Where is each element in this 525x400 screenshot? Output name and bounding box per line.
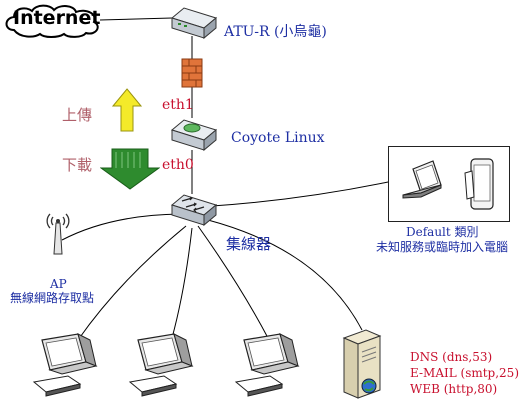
tablet-icon [464,158,494,210]
switch-icon [170,193,218,227]
firewall-icon [181,58,203,88]
internet-cloud-icon [2,2,102,38]
interface-eth1: eth1 [162,97,194,113]
download-label: 下載 [62,156,93,174]
upload-arrow-icon [111,88,143,132]
default-group-box [388,146,510,222]
internet-label: Internet [13,7,101,29]
wifi-antenna-icon [44,210,72,256]
service-web: WEB (http,80) [410,382,498,396]
link-switch-ap [61,213,181,241]
download-arrow-icon [99,148,161,190]
server-tower-icon [338,326,386,400]
gateway-label: Coyote Linux [231,130,325,146]
router-label: ATU-R (小烏龜) [224,25,327,39]
gateway-router-icon [170,118,218,152]
interface-eth0: eth0 [162,157,194,173]
desktop-pc-icon [28,332,106,400]
router-icon [170,6,218,40]
default-group-title: Default 類別 [406,225,479,239]
default-group-description: 未知服務或臨時加入電腦 [376,240,509,254]
router-note: (小烏龜) [273,24,327,40]
service-dns: DNS (dns,53) [410,350,493,364]
switch-label: 集線器 [226,235,272,253]
service-email: E-MAIL (smtp,25) [410,366,520,380]
ap-description: 無線網路存取點 [10,291,95,305]
laptop-icon [402,160,442,199]
upload-label: 上傳 [62,106,93,124]
link-switch-pc2 [171,227,193,339]
desktop-pc-icon [124,332,202,400]
link-switch-pc1 [77,225,187,341]
ap-name: AP [50,277,67,291]
link-switch-server [207,219,363,331]
desktop-pc-icon [230,332,308,400]
link-switch-default [211,181,389,207]
link-switch-pc3 [197,225,269,339]
link-internet-router [99,17,173,21]
router-name: ATU-R [224,24,270,40]
